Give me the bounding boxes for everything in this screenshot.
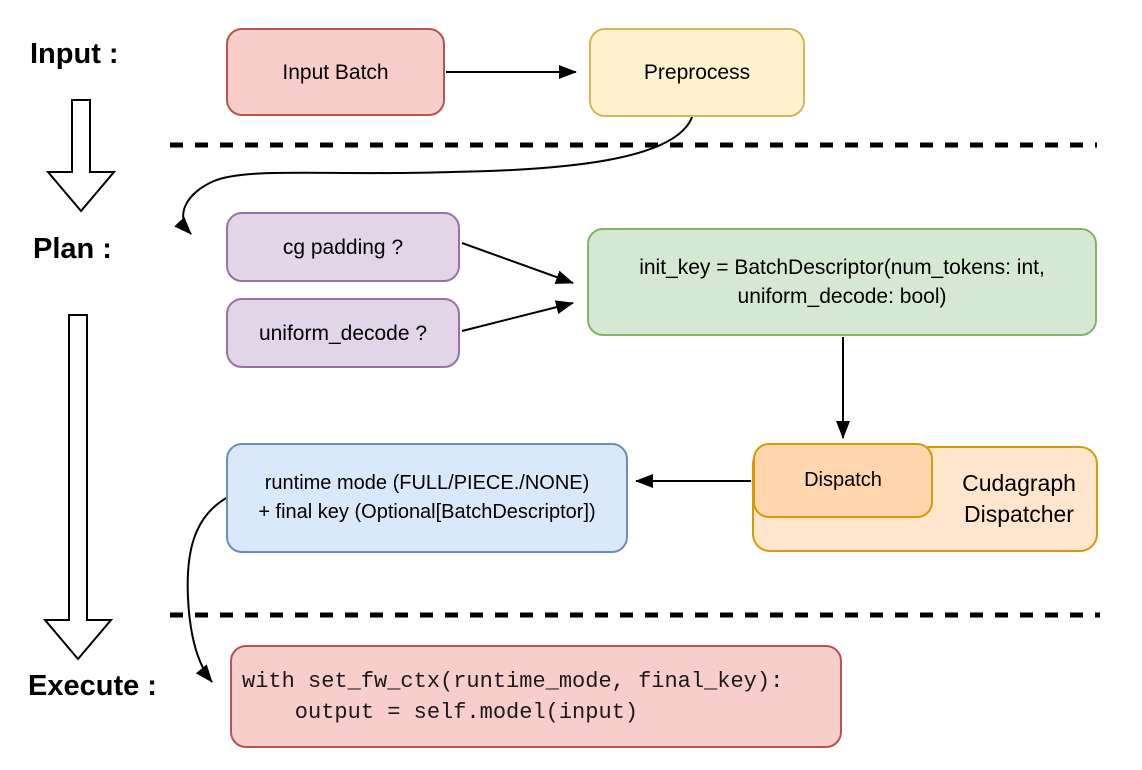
arrow-preprocess-to-cgpadding: [174, 116, 693, 235]
node-cudagraph-dispatcher-line1: Cudagraph: [962, 470, 1076, 496]
node-uniform-decode-label: uniform_decode ?: [258, 321, 428, 345]
input-to-plan-arrow: [45, 99, 117, 213]
node-cudagraph-dispatcher-label: Cudagraph Dispatcher: [940, 448, 1098, 550]
node-init-key-line2: uniform_decode: bool): [737, 285, 947, 308]
node-cudagraph-dispatcher-line2: Dispatcher: [964, 501, 1074, 527]
node-input-batch-label: Input Batch: [282, 60, 389, 84]
node-runtime-mode-line2: + final key (Optional[BatchDescriptor]): [258, 501, 596, 523]
node-dispatch-label: Dispatch: [804, 469, 882, 491]
node-uniform-decode: uniform_decode ?: [226, 298, 460, 368]
node-cg-padding: cg padding ?: [226, 212, 460, 282]
stage-label-execute: Execute :: [28, 670, 157, 702]
node-dispatch: Dispatch: [753, 443, 933, 518]
node-input-batch: Input Batch: [226, 28, 445, 116]
node-execute-code-line1: with set_fw_ctx(runtime_mode, final_key)…: [242, 668, 784, 694]
node-execute-code-line2: output = self.model(input): [242, 699, 639, 725]
node-init-key-line1: init_key = BatchDescriptor(num_tokens: i…: [639, 256, 1045, 279]
plan-to-execute-arrow: [42, 314, 114, 661]
node-runtime-mode-line1: runtime mode (FULL/PIECE./NONE): [264, 472, 590, 494]
node-cg-padding-label: cg padding ?: [282, 235, 404, 259]
node-execute-code: with set_fw_ctx(runtime_mode, final_key)…: [230, 645, 842, 748]
node-init-key: init_key = BatchDescriptor(num_tokens: i…: [587, 228, 1097, 336]
arrow-cgpadding-to-initkey: [461, 242, 574, 284]
arrow-uniformdecode-to-initkey: [461, 300, 574, 332]
node-runtime-mode: runtime mode (FULL/PIECE./NONE) + final …: [226, 443, 628, 553]
stage-label-input: Input :: [30, 38, 119, 70]
node-preprocess-label: Preprocess: [643, 61, 751, 84]
arrow-runtimemode-to-code: [186, 496, 229, 683]
node-preprocess: Preprocess: [589, 28, 805, 117]
stage-label-plan: Plan :: [33, 233, 112, 265]
